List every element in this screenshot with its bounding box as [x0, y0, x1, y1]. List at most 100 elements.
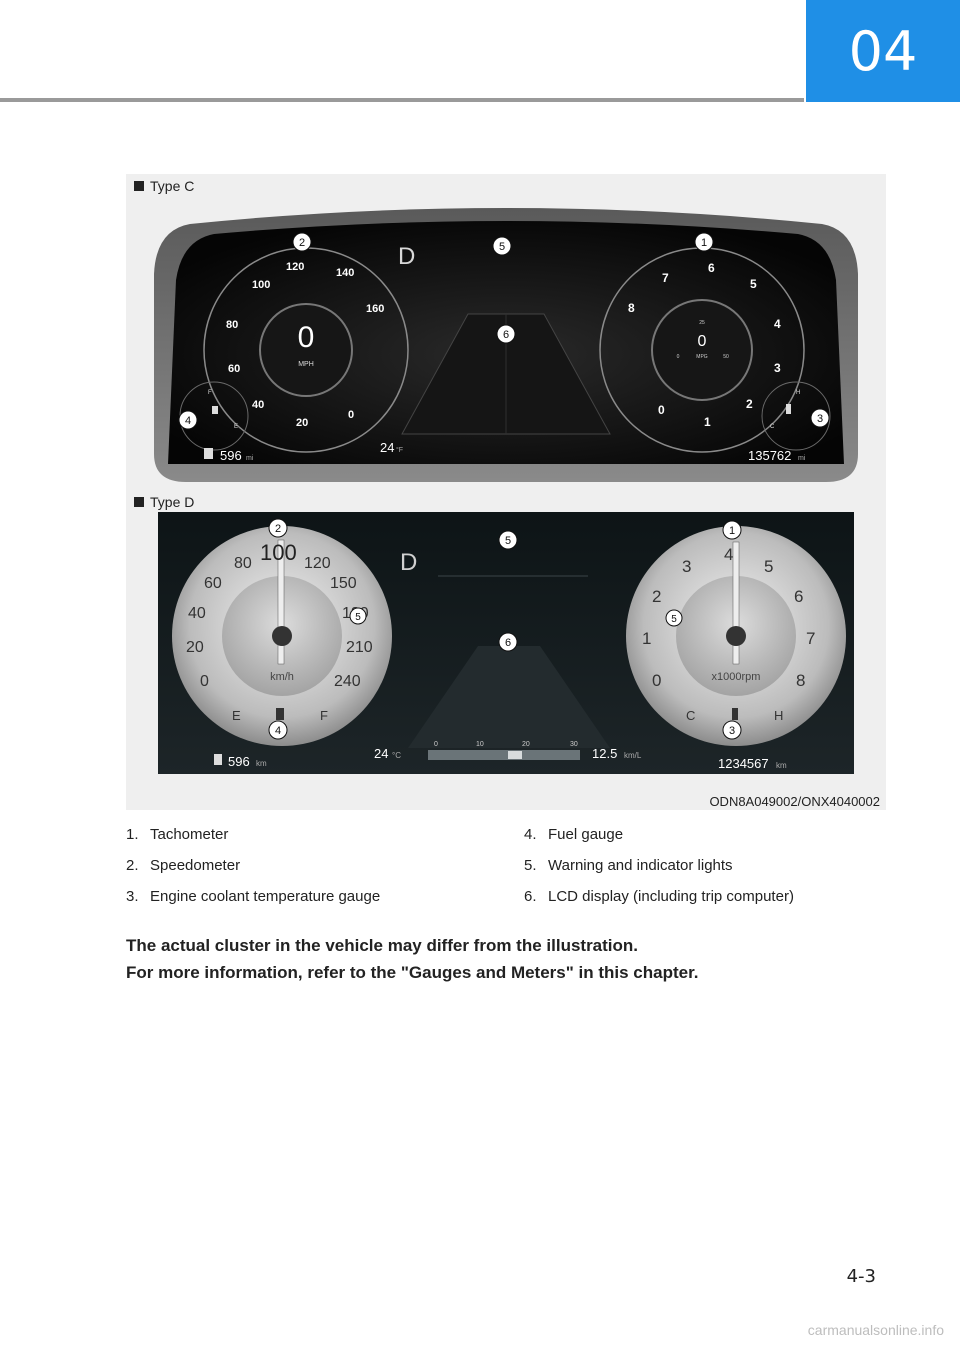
type-c-speed-tick: 100 [252, 279, 270, 291]
type-d-temp-c: C [686, 708, 695, 723]
type-d-tach-tick: 8 [796, 671, 805, 690]
type-d-bar-tick: 0 [434, 741, 438, 748]
type-d-temp-h: H [774, 708, 783, 723]
speed-needle [277, 539, 285, 665]
type-d-gear: D [400, 549, 417, 576]
type-d-economy-unit: km/L [624, 751, 642, 760]
svg-text:4: 4 [185, 415, 191, 427]
type-c-range-value: 596 [220, 448, 242, 463]
header-rule [0, 98, 804, 102]
type-d-label: Type D [134, 494, 194, 510]
type-d-economy-value: 12.5 [592, 746, 617, 761]
type-c-mpg-unit: MPG [696, 354, 708, 360]
type-c-tach-tick: 3 [774, 361, 781, 375]
type-c-odo-value: 135762 [748, 448, 791, 463]
type-d-text: Type D [150, 494, 195, 510]
type-d-tach-tick: 2 [652, 587, 661, 606]
type-c-speed-unit: MPH [298, 361, 314, 368]
type-c-mpg-value: 0 [698, 333, 707, 350]
type-d-speed-tick: 40 [188, 605, 206, 622]
callout-5: 5 [498, 530, 518, 550]
type-d-tach-tick: 4 [724, 545, 733, 564]
callout-1: 1 [694, 232, 714, 252]
type-c-temp-unit: °F [396, 446, 403, 454]
legend-item: 1.Tachometer [126, 826, 229, 843]
type-d-speed-tick: 100 [260, 540, 297, 565]
svg-text:2: 2 [299, 237, 305, 249]
note-line: The actual cluster in the vehicle may di… [126, 936, 639, 955]
type-c-mpg-tick: 0 [677, 354, 680, 360]
fuel-pump-icon [204, 448, 213, 459]
type-c-speed-tick: 60 [228, 363, 240, 375]
type-c-tach-tick: 1 [704, 415, 711, 429]
callout-5: 5 [492, 236, 512, 256]
type-c-speed-tick: 160 [366, 303, 384, 315]
coolant-icon [786, 404, 791, 414]
watermark: carmanualsonline.info [807, 1322, 944, 1338]
type-c-mpg-tick: 25 [699, 320, 705, 326]
type-d-bar-tick: 20 [522, 741, 530, 748]
svg-text:2: 2 [275, 523, 281, 535]
svg-text:6: 6 [505, 637, 511, 649]
type-c-text: Type C [150, 178, 195, 194]
type-c-temp-value: 24 [380, 440, 394, 455]
type-c-tach-tick: 5 [750, 277, 757, 291]
type-c-fuel-f: F [208, 390, 212, 396]
type-d-fuel-e: E [232, 708, 241, 723]
type-c-tach-tick: 7 [662, 271, 669, 285]
type-d-tach-tick: 7 [806, 629, 815, 648]
fuel-pump-icon [276, 708, 284, 720]
type-c-speed-tick: 40 [252, 399, 264, 411]
type-d-tach-tick: 1 [642, 629, 651, 648]
type-c-tach-tick: 2 [746, 397, 753, 411]
type-d-bar-tick: 10 [476, 741, 484, 748]
callout-4: 4 [178, 410, 198, 430]
type-c-label: Type C [134, 178, 194, 194]
svg-text:3: 3 [729, 725, 735, 737]
callout-2: 2 [292, 232, 312, 252]
type-c-speed-tick: 120 [286, 261, 304, 273]
callout-5: 5 [665, 609, 683, 627]
svg-text:5: 5 [355, 612, 361, 623]
legend-item: 2.Speedometer [126, 857, 241, 874]
chapter-tab: 04 [806, 0, 960, 102]
svg-text:5: 5 [671, 614, 677, 625]
callout-3: 3 [722, 720, 742, 740]
svg-text:1: 1 [701, 237, 707, 249]
legend-item: 4.Fuel gauge [524, 826, 624, 843]
legend-item: 3.Engine coolant temperature gauge [126, 888, 381, 905]
type-d-temp-unit: °C [392, 751, 401, 760]
svg-text:5: 5 [499, 241, 505, 253]
type-d-odo-unit: km [776, 761, 787, 770]
callout-1: 1 [722, 520, 742, 540]
svg-text:1: 1 [729, 525, 735, 537]
callout-6: 6 [496, 324, 516, 344]
legend-left: 1.Tachometer 2.Speedometer 3.Engine cool… [126, 826, 380, 919]
callout-3: 3 [810, 408, 830, 428]
type-d-speed-unit: km/h [270, 671, 294, 683]
type-d-tach-tick: 5 [764, 557, 773, 576]
legend-right: 4.Fuel gauge 5.Warning and indicator lig… [524, 826, 794, 919]
type-c-speed-tick: 80 [226, 319, 238, 331]
svg-text:4: 4 [275, 725, 281, 737]
type-d-speed-tick: 80 [234, 555, 252, 572]
type-d-fuel-f: F [320, 708, 328, 723]
type-d-tach-tick: 0 [652, 671, 661, 690]
type-d-range-unit: km [256, 759, 267, 768]
type-d-speed-tick: 150 [330, 575, 357, 592]
type-d-temp-value: 24 [374, 746, 388, 761]
type-d-speed-tick: 120 [304, 555, 331, 572]
type-d-speed-tick: 240 [334, 673, 361, 690]
type-d-speed-tick: 60 [204, 575, 222, 592]
type-c-temp-c: C [770, 424, 775, 430]
legend-item: 6.LCD display (including trip computer) [524, 888, 794, 905]
svg-text:5: 5 [505, 535, 511, 547]
type-c-cluster: 0 MPH 0 20 40 60 80 100 120 140 160 F E … [154, 208, 858, 482]
type-c-range-unit: mi [246, 455, 254, 462]
type-d-speed-tick: 0 [200, 673, 209, 690]
callout-5: 5 [349, 607, 367, 625]
callout-6: 6 [498, 632, 518, 652]
type-c-tach-tick: 8 [628, 301, 635, 315]
type-d-cluster: 0 20 40 60 80 100 120 150 180 210 240 km… [158, 512, 854, 774]
svg-text:6: 6 [503, 329, 509, 341]
